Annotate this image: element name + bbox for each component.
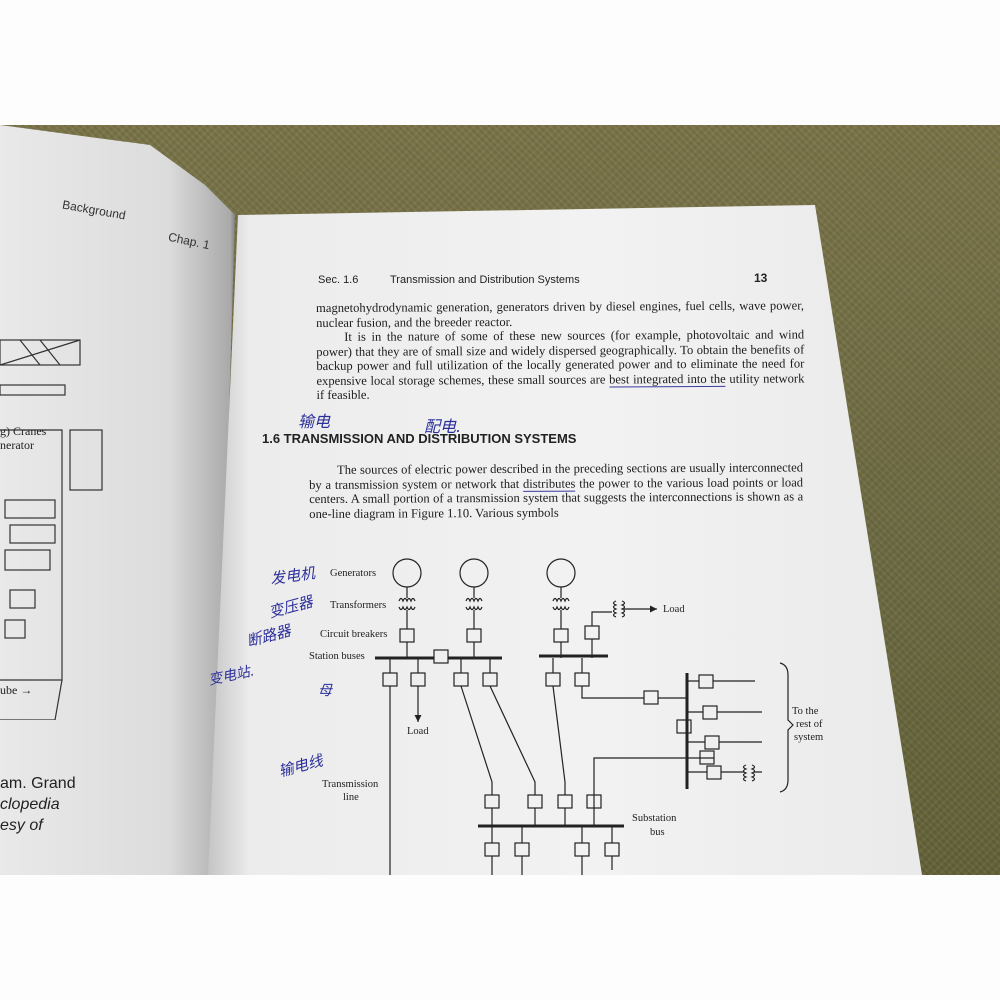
left-figure-label-tube: ube → (0, 683, 33, 697)
generator-symbol (546, 558, 576, 588)
handwritten-transmission: 输电 (298, 412, 331, 431)
label-rest-3: system (794, 732, 824, 743)
label-transformers: Transformers (330, 600, 387, 611)
label-circuit-breakers: Circuit breakers (320, 629, 388, 640)
handwritten-distribution: 配电. (424, 417, 462, 436)
one-line-diagram (375, 558, 794, 875)
handwritten-bus: 母 (318, 683, 332, 699)
transformer-symbol (465, 587, 483, 629)
left-caption-line-1: am. Grand (0, 775, 76, 792)
transformer-symbol (398, 587, 416, 629)
transformer-symbol (552, 587, 570, 629)
label-load-right: Load (663, 604, 685, 615)
label-substation-2: bus (650, 827, 665, 838)
left-figure-drawing (0, 339, 103, 720)
transformers (398, 587, 756, 782)
label-load-left: Load (407, 726, 429, 737)
header-section: Sec. 1.6 (318, 274, 359, 286)
bottom-background (0, 875, 1000, 1000)
label-generators: Generators (330, 568, 377, 579)
page-number: 13 (754, 271, 768, 285)
label-substation-1: Substation (632, 813, 677, 824)
load-transformer-symbol (612, 600, 626, 618)
header-title: Transmission and Distribution Systems (390, 274, 580, 286)
label-rest-2: rest of (796, 719, 823, 730)
left-figure-label-cranes: g) Cranes (0, 424, 47, 438)
label-transmission-line-1: Transmission (322, 779, 379, 790)
label-station-buses: Station buses (309, 651, 365, 662)
generators (392, 558, 576, 588)
left-caption-line-2: clopedia (0, 796, 60, 813)
distribution-transformer-symbol (742, 764, 756, 782)
left-figure-label-generator: nerator (0, 438, 34, 452)
label-rest-1: To the (792, 706, 819, 717)
left-caption-line-3: esy of (0, 817, 43, 834)
brace (779, 662, 794, 793)
buses (375, 654, 689, 828)
label-transmission-line-2: line (343, 792, 359, 803)
generator-symbol (392, 558, 422, 588)
section-heading: 1.6 TRANSMISSION AND DISTRIBUTION SYSTEM… (262, 431, 577, 446)
connections (389, 605, 794, 875)
generator-symbol (459, 558, 489, 588)
